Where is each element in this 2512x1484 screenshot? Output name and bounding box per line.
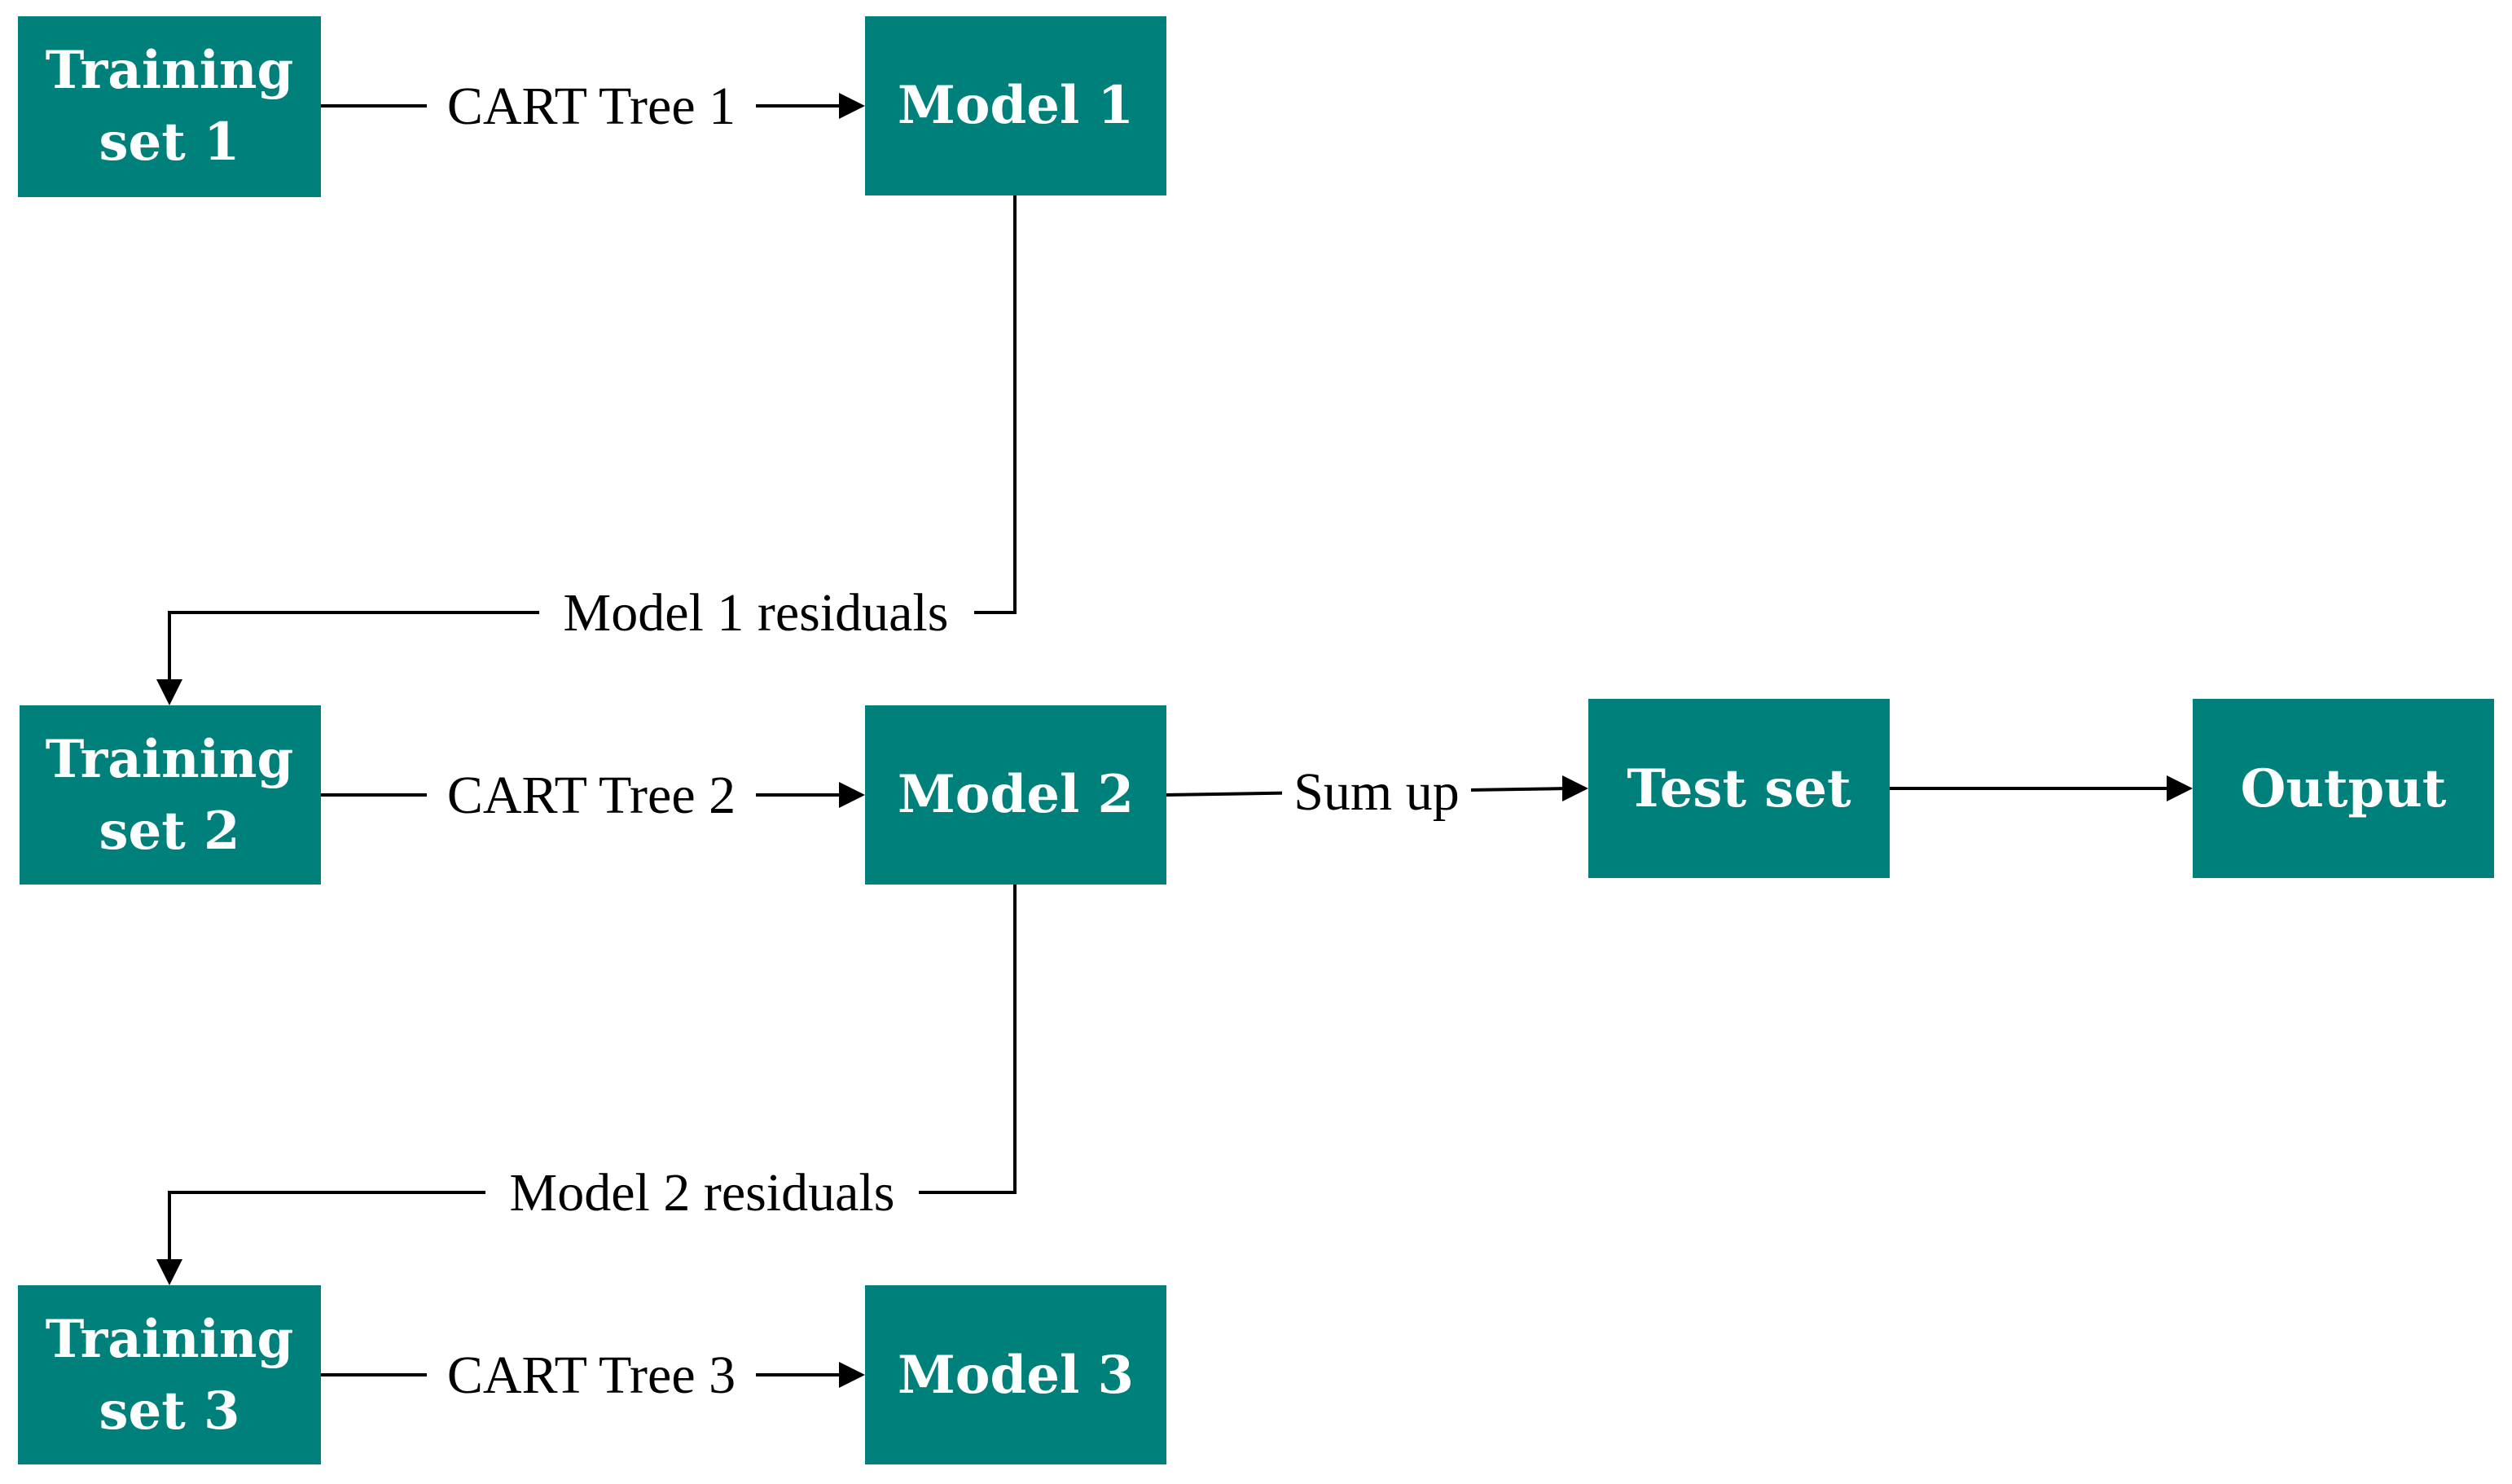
node-label: Model 1	[898, 75, 1134, 136]
node-label-line-2: set 1	[99, 112, 239, 173]
edge-model-2-residuals: Model 2 residuals	[156, 885, 1017, 1285]
edge-model-1-residuals: Model 1 residuals	[156, 195, 1017, 705]
arrowhead	[1562, 775, 1588, 801]
node-model-3: Model 3	[865, 1285, 1166, 1464]
node-label-line-2: set 3	[99, 1381, 239, 1442]
edge-cart-tree-1: CART Tree 1	[321, 70, 865, 142]
arrowhead	[156, 679, 182, 705]
edge-label-model-2-residuals: Model 2 residuals	[510, 1163, 895, 1223]
node-label-line-2: set 2	[99, 801, 239, 862]
edge-cart-tree-2: CART Tree 2	[321, 759, 865, 831]
node-label: Test set	[1627, 758, 1851, 819]
arrowhead	[156, 1259, 182, 1285]
edge-sum-up: Sum up	[1164, 756, 1588, 828]
node-model-2: Model 2	[865, 705, 1166, 885]
node-training-set-2: Training set 2	[20, 705, 321, 885]
node-training-set-1: Training set 1	[18, 16, 321, 197]
edge-label-model-1-residuals: Model 1 residuals	[564, 583, 949, 643]
arrowhead	[839, 1362, 865, 1388]
arrowhead	[839, 782, 865, 808]
edge-label-sum-up: Sum up	[1293, 762, 1460, 822]
edge-cart-tree-3: CART Tree 3	[321, 1339, 865, 1411]
node-model-1: Model 1	[865, 16, 1166, 195]
arrowhead	[2167, 775, 2193, 801]
edge-label-cart-tree-3: CART Tree 3	[447, 1346, 736, 1405]
node-label-line-1: Training	[46, 40, 294, 101]
edge-label-cart-tree-2: CART Tree 2	[447, 766, 736, 825]
node-test-set: Test set	[1588, 699, 1890, 878]
node-label: Output	[2241, 758, 2447, 819]
arrowhead	[839, 93, 865, 119]
node-label-line-1: Training	[46, 1309, 294, 1370]
edge-test-to-output	[1890, 775, 2193, 801]
node-training-set-3: Training set 3	[18, 1285, 321, 1464]
node-output: Output	[2193, 699, 2494, 878]
node-label-line-1: Training	[46, 729, 294, 790]
edge-label-cart-tree-1: CART Tree 1	[447, 77, 736, 136]
node-label: Model 3	[898, 1345, 1134, 1406]
node-label: Model 2	[898, 764, 1134, 825]
